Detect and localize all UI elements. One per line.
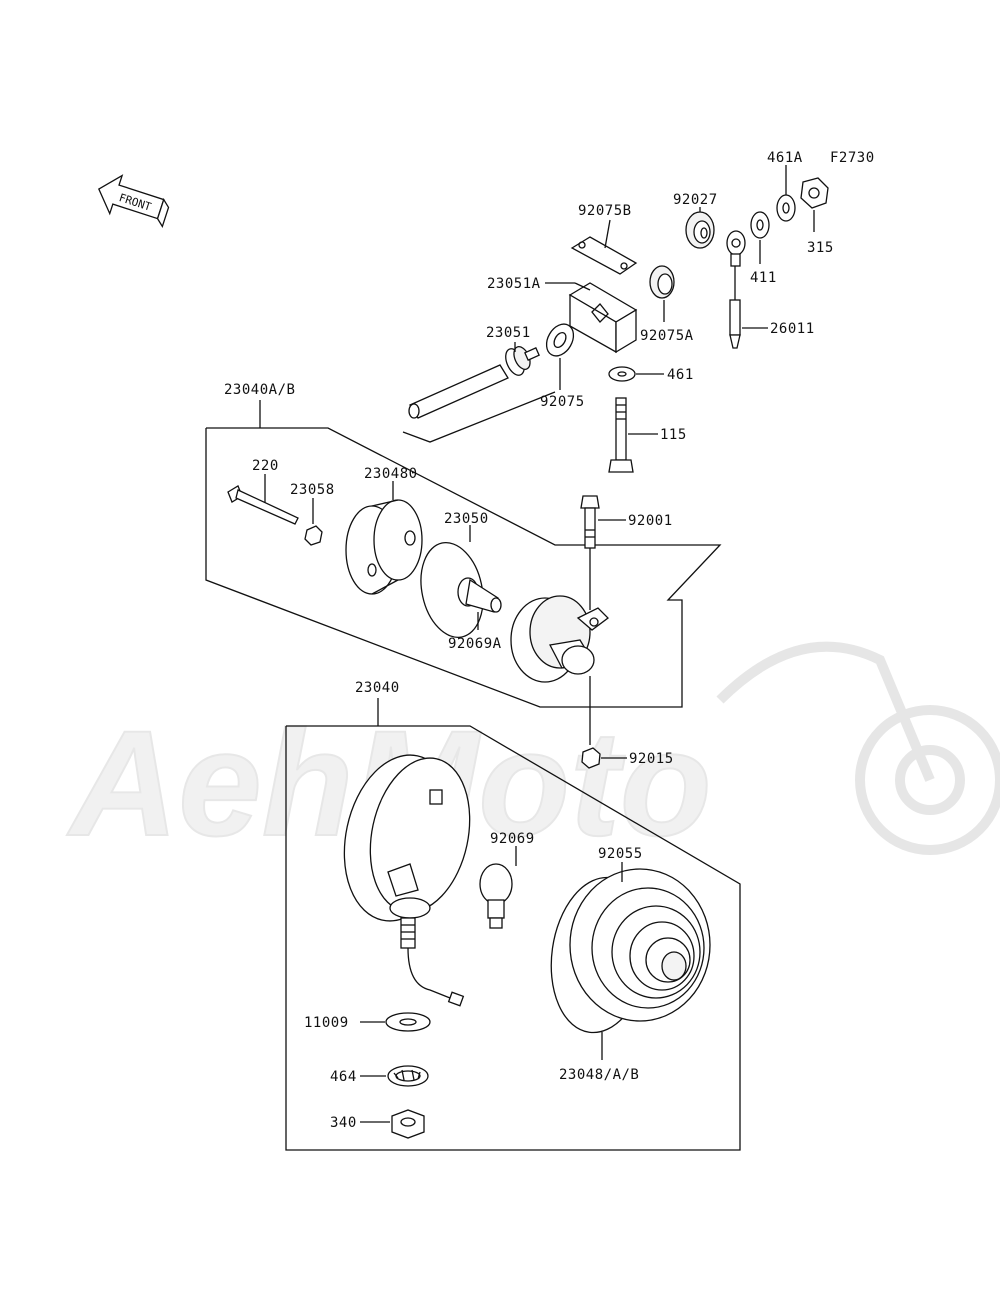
part-11009-washer (385, 1012, 431, 1032)
label-115: 115 (660, 427, 687, 443)
label-411: 411 (750, 270, 777, 286)
label-92069: 92069 (490, 831, 535, 847)
part-92069A-bulb (457, 577, 502, 613)
label-464: 464 (330, 1069, 357, 1085)
part-23040AB-housing (510, 595, 609, 683)
label-23048AB: 23048/A/B (559, 1067, 639, 1083)
label-92001: 92001 (628, 513, 673, 529)
label-315: 315 (807, 240, 834, 256)
part-23040-housing (343, 754, 471, 1007)
part-92027-grommet (685, 211, 715, 249)
watermark-motorcycle-icon (716, 641, 1000, 855)
label-23040AB: 23040A/B (224, 382, 295, 398)
part-220-screw (227, 485, 299, 525)
label-23040: 23040 (355, 680, 400, 696)
group-23040AB-outline (205, 427, 722, 708)
label-92075A: 92075A (640, 328, 694, 344)
part-23050-ring (420, 541, 484, 639)
part-461-washer (608, 366, 636, 382)
label-23051A: 23051A (487, 276, 541, 292)
part-461A-washer (776, 194, 796, 222)
part-23051-shaft (408, 346, 540, 419)
label-23058: 23058 (290, 482, 335, 498)
part-23058-nut (304, 525, 323, 546)
part-92015-nut (581, 747, 601, 769)
part-23051A-bracket (568, 282, 638, 354)
label-92055: 92055 (598, 846, 643, 862)
label-230480: 230480 (364, 466, 418, 482)
label-26011: 26011 (770, 321, 815, 337)
label-92015: 92015 (629, 751, 674, 767)
part-92075A-grommet (649, 265, 675, 299)
part-115-bolt (608, 397, 634, 473)
label-340: 340 (330, 1115, 357, 1131)
label-23051: 23051 (486, 325, 531, 341)
label-220: 220 (252, 458, 279, 474)
part-23048AB-lens (550, 868, 711, 1034)
part-230480-rim (345, 499, 423, 595)
label-92075B: 92075B (578, 203, 632, 219)
part-92075B-plate (570, 236, 638, 275)
part-92001-bolt (580, 495, 600, 549)
front-arrow-icon: FRONT (97, 174, 170, 229)
part-92075-gasket (545, 323, 575, 357)
label-461: 461 (667, 367, 694, 383)
label-23050: 23050 (444, 511, 489, 527)
part-411-washer (750, 211, 770, 239)
group-23040-outline (285, 725, 741, 1151)
label-92075: 92075 (540, 394, 585, 410)
figure-code: F2730 (830, 150, 875, 166)
label-461A: 461A (767, 150, 803, 166)
part-92069-bulb (479, 863, 513, 929)
part-315-nut (800, 177, 829, 209)
label-11009: 11009 (304, 1015, 349, 1031)
upper-group-outline (402, 391, 556, 443)
part-340-nut (391, 1109, 425, 1139)
label-92027: 92027 (673, 192, 718, 208)
part-26011-terminal (726, 230, 746, 349)
label-92069A: 92069A (448, 636, 502, 652)
part-464-lockwasher (387, 1065, 429, 1087)
